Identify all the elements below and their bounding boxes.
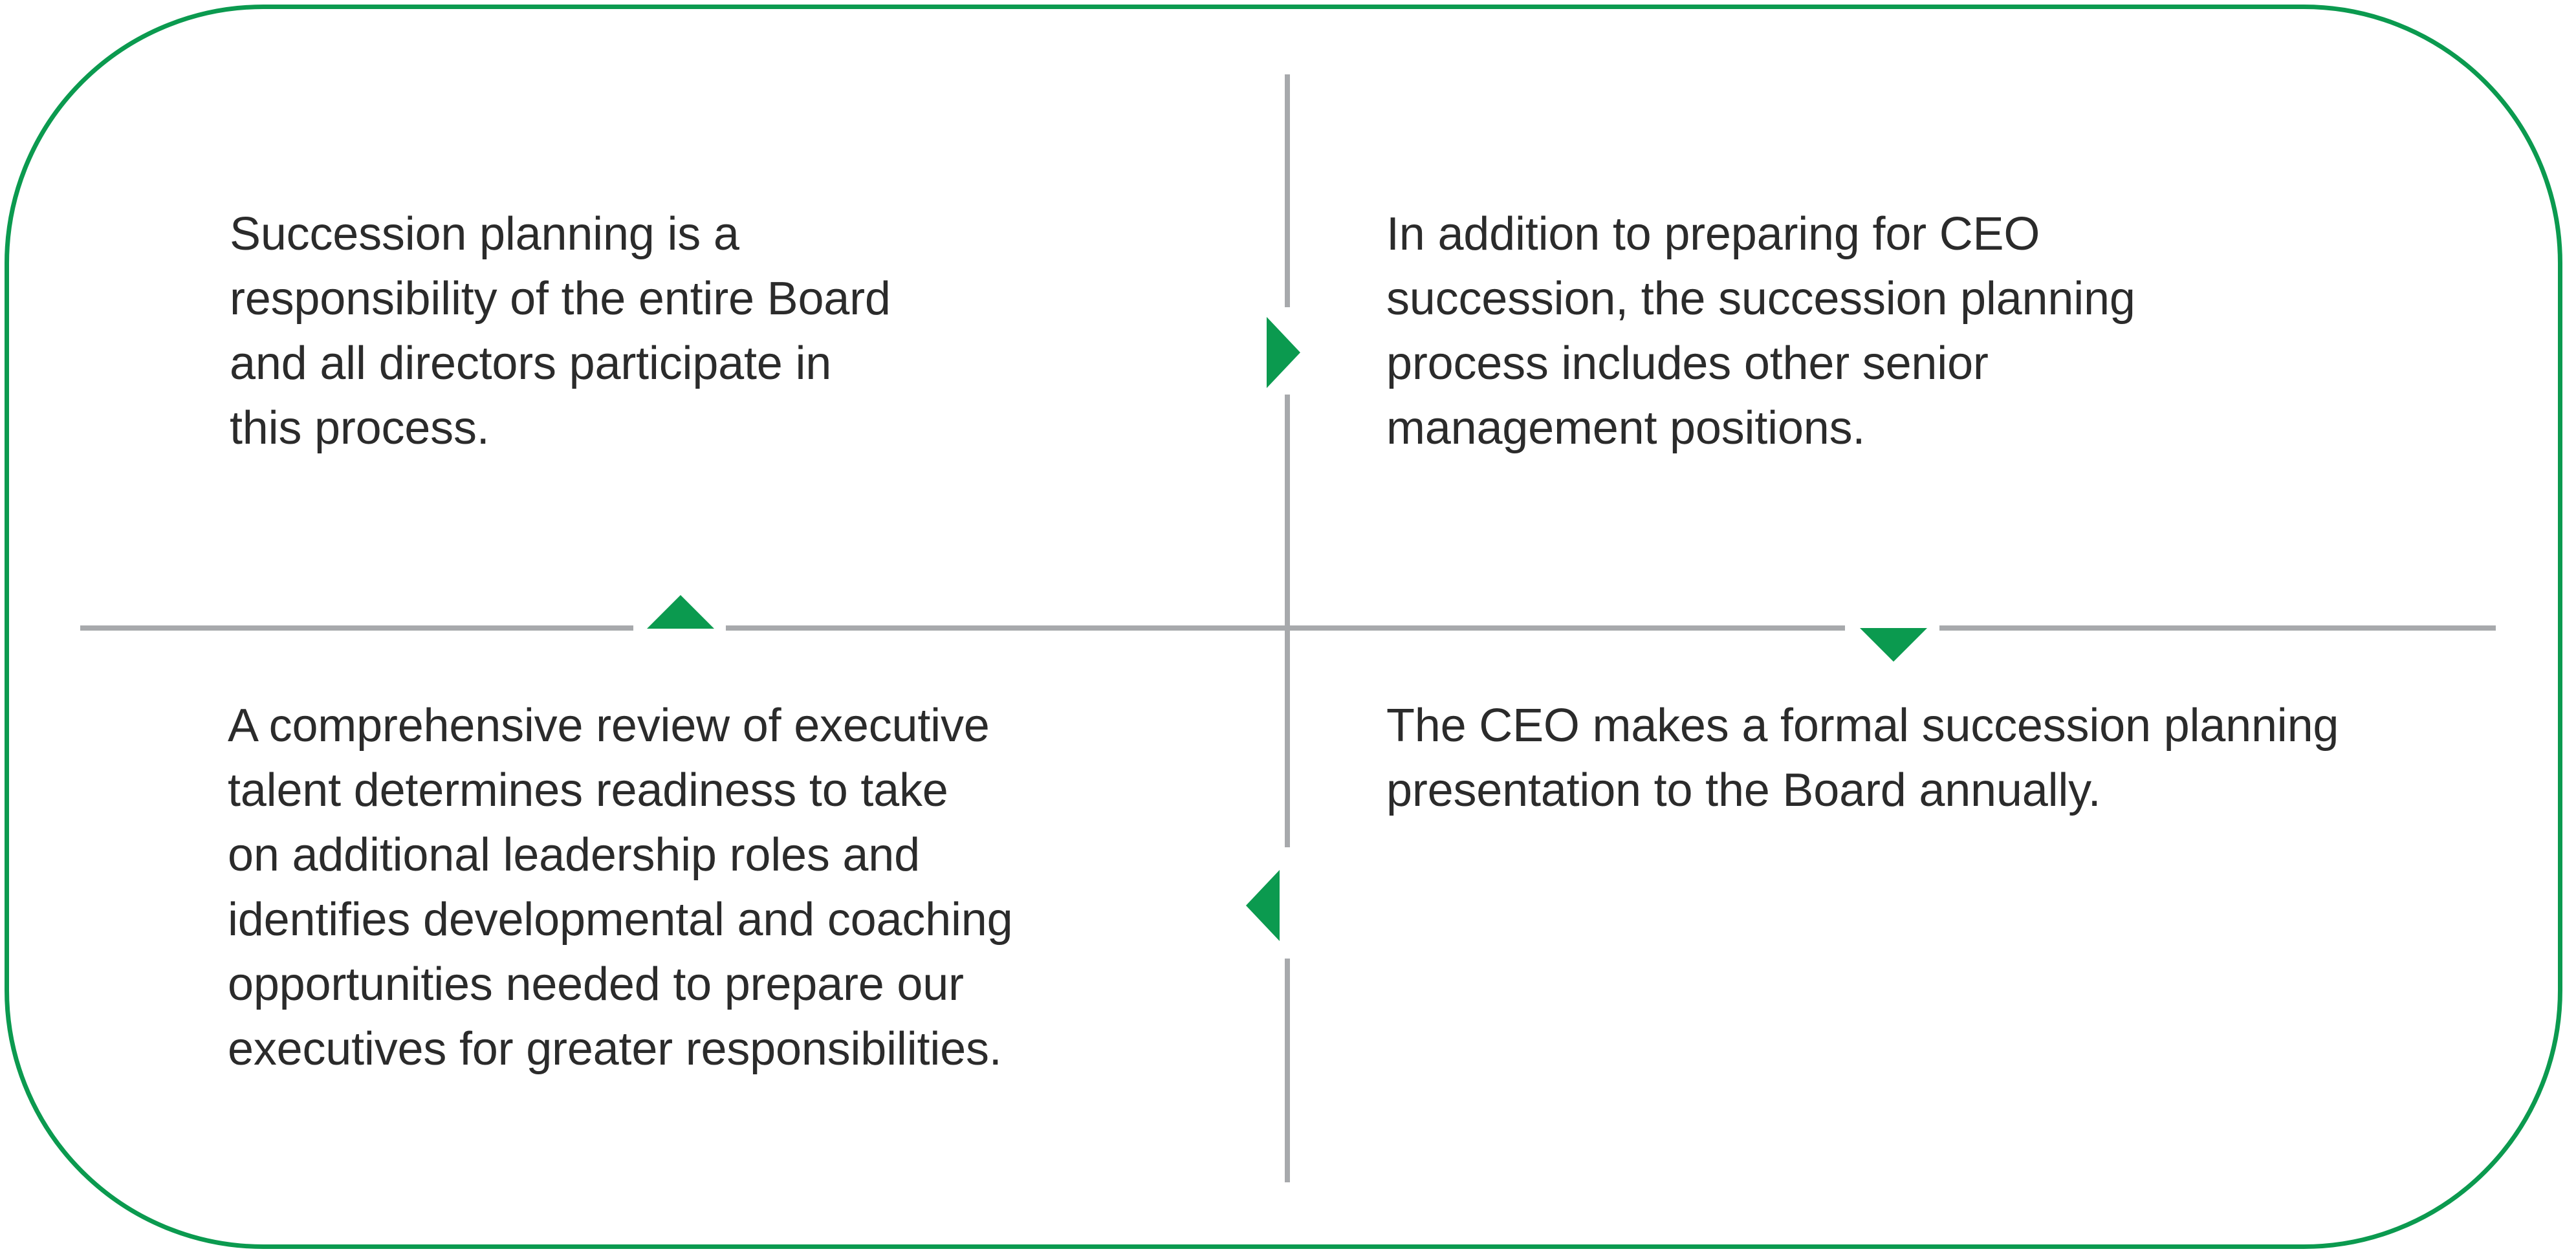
horizontal-divider-segment-left (80, 625, 633, 631)
quadrant-text-bottom-left: A comprehensive review of executive tale… (228, 700, 1013, 1075)
triangle-up-icon (647, 595, 714, 629)
horizontal-divider-segment-right (1939, 625, 2496, 631)
quadrant-text-top-right: In addition to preparing for CEO success… (1386, 208, 2135, 454)
triangle-left-icon (1246, 870, 1280, 941)
vertical-divider-segment-top (1285, 74, 1290, 307)
triangle-down-icon (1860, 628, 1927, 662)
vertical-divider-segment-bottom (1285, 959, 1290, 1182)
triangle-right-icon (1267, 317, 1300, 388)
vertical-divider-segment-middle (1285, 395, 1290, 847)
quadrant-text-top-left: Succession planning is a responsibility … (230, 208, 891, 454)
horizontal-divider-segment-middle (726, 625, 1845, 631)
quadrant-text-bottom-right: The CEO makes a formal succession planni… (1386, 700, 2339, 816)
